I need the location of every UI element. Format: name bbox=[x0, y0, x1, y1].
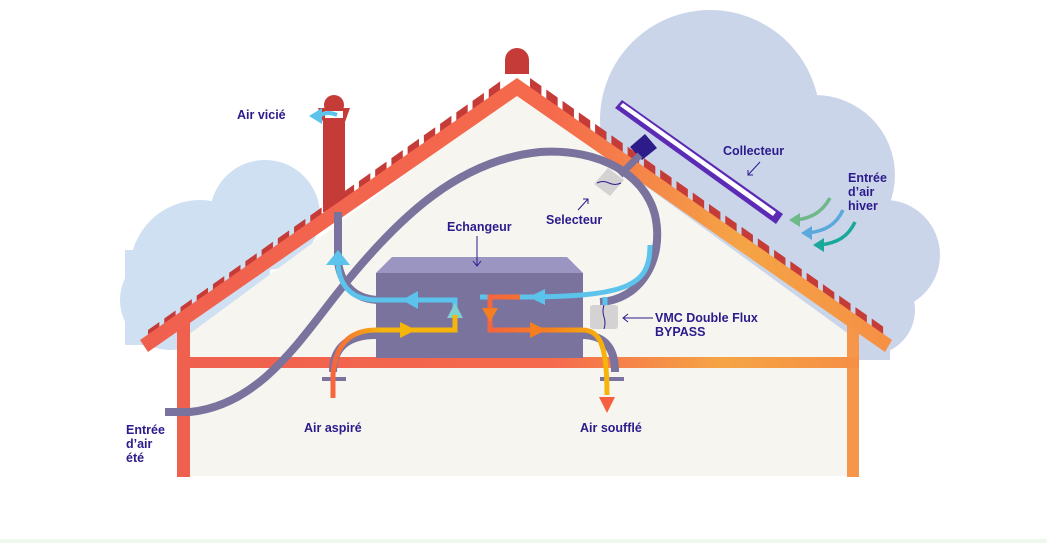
exhaust-arrow-head bbox=[309, 108, 322, 124]
label-selecteur: Selecteur bbox=[546, 213, 602, 227]
roof-tile bbox=[741, 226, 753, 245]
label-echangeur: Echangeur bbox=[447, 220, 512, 234]
bypass-valve bbox=[590, 304, 618, 330]
roof-tile bbox=[822, 284, 835, 303]
exchanger-box bbox=[376, 257, 583, 358]
roof-tile bbox=[692, 192, 705, 211]
selector-valve bbox=[594, 168, 624, 196]
roof-tile bbox=[725, 215, 737, 234]
roof-tile bbox=[488, 81, 501, 100]
label-pointers bbox=[472, 161, 761, 323]
solar-collector bbox=[615, 100, 783, 224]
label-collecteur: Collecteur bbox=[723, 144, 784, 158]
roof-tile bbox=[643, 158, 656, 177]
roof-tile bbox=[611, 135, 623, 154]
label-entree-hiver-1: Entrée bbox=[848, 171, 887, 185]
arrow-icon bbox=[400, 322, 416, 338]
label-entree-ete-1: Entrée bbox=[126, 423, 165, 437]
roof-tile bbox=[676, 181, 688, 200]
roof-tile bbox=[456, 104, 468, 123]
arrow-icon bbox=[530, 322, 546, 338]
roof-tile bbox=[472, 92, 484, 111]
left-wall bbox=[177, 320, 190, 477]
label-air-souffle: Air soufflé bbox=[580, 421, 642, 435]
label-entree-hiver-2: d’air bbox=[848, 185, 875, 199]
roof-tile bbox=[660, 169, 672, 188]
label-air-aspire: Air aspiré bbox=[304, 421, 362, 435]
bottom-divider bbox=[0, 539, 1047, 543]
roof-tile bbox=[562, 100, 574, 119]
roof-tile bbox=[709, 204, 721, 223]
roof-tile bbox=[530, 78, 542, 97]
label-entree-ete-2: d’air bbox=[126, 437, 153, 451]
supply-duct bbox=[581, 331, 619, 373]
arrow-icon bbox=[402, 291, 418, 309]
roof-tile bbox=[806, 272, 819, 291]
roof-tile bbox=[774, 249, 786, 268]
arrow-down-icon bbox=[599, 397, 615, 413]
summer-intake-duct bbox=[165, 147, 662, 416]
roof-tile bbox=[546, 89, 558, 108]
roof-tile bbox=[790, 261, 802, 280]
label-entree-hiver-3: hiver bbox=[848, 199, 878, 213]
roof-tile bbox=[578, 112, 591, 131]
roof-tile bbox=[595, 123, 607, 142]
floor-beam bbox=[177, 357, 859, 368]
roof-tile bbox=[757, 238, 770, 257]
arrow-icon bbox=[326, 250, 350, 265]
arrow-icon bbox=[447, 303, 463, 318]
right-wall bbox=[847, 320, 859, 477]
arrow-icon bbox=[482, 308, 498, 322]
arrow-icon bbox=[801, 226, 812, 240]
arrow-icon bbox=[789, 213, 800, 227]
arrow-icon bbox=[813, 238, 824, 252]
arrow-icon bbox=[529, 289, 545, 305]
label-bypass: BYPASS bbox=[655, 325, 705, 339]
label-entree-ete-3: été bbox=[126, 451, 144, 465]
label-vmc: VMC Double Flux bbox=[655, 311, 758, 325]
label-air-vicie: Air vicié bbox=[237, 108, 286, 122]
roof-tile bbox=[440, 115, 452, 134]
